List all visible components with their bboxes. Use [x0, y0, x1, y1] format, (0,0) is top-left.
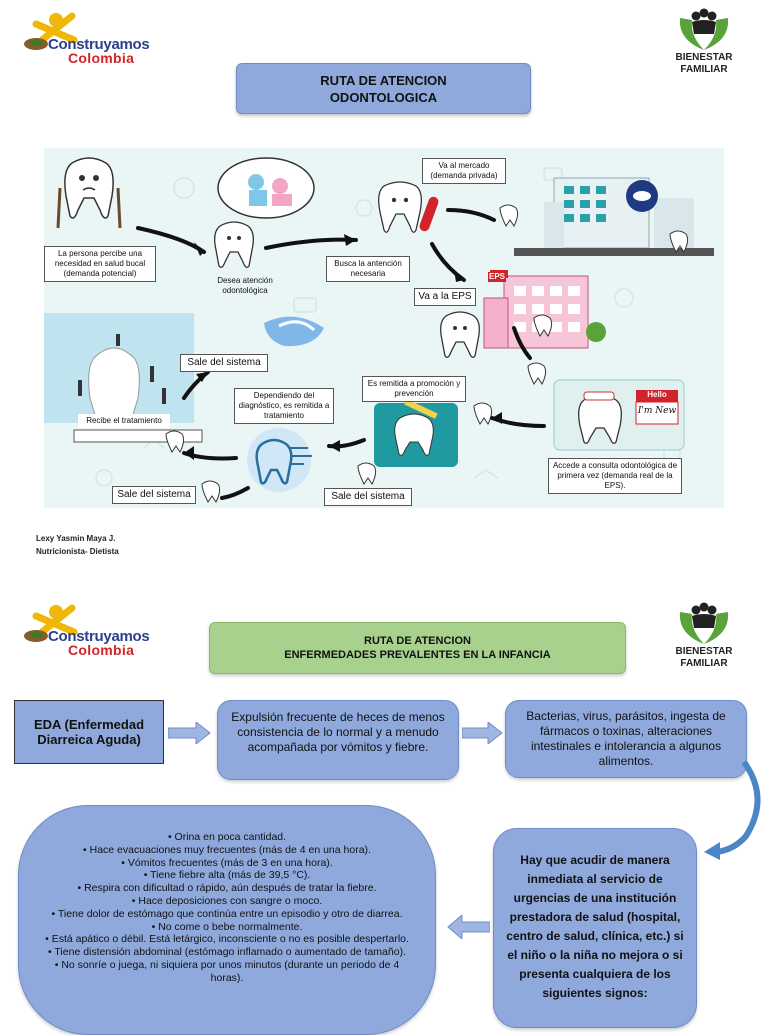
arrow-right-icon — [168, 722, 211, 744]
family-hands-icon — [679, 602, 729, 644]
section1-title-line2: ODONTOLOGICA — [329, 89, 438, 105]
sign-item: Tiene distensión abdominal (estómago inf… — [41, 946, 413, 959]
small-teeth-icons — [165, 204, 689, 503]
sign-item: No come o bebe normalmente. — [41, 921, 413, 934]
eda-label: EDA (Enfermedad Diarreica Aguda) — [33, 717, 145, 747]
logo-figure-icon — [24, 604, 78, 642]
label-sale-sistema-1: Sale del sistema — [180, 354, 268, 372]
infographic-artwork — [44, 157, 714, 503]
construyamos-colombia-logo: Construyamos Colombia — [16, 10, 176, 70]
prevention-tooth-icon — [374, 399, 458, 467]
label-sale-sistema-3: Sale del sistema — [324, 488, 412, 506]
definition-box: Expulsión frecuente de heces de menos co… — [217, 700, 459, 780]
label-va-eps: Va a la EPS — [414, 288, 476, 306]
logo-text-colombia: Colombia — [68, 642, 135, 658]
dental-route-infographic: La persona percibe una necesidad en salu… — [44, 148, 724, 508]
label-remitida-promocion: Es remitida a promoción y prevención — [362, 376, 466, 402]
sign-item: Respira con dificultad o rápido, aún des… — [41, 882, 413, 895]
signs-box: Orina en poca cantidad. Hace evacuacione… — [18, 805, 436, 1035]
sign-item: Tiene dolor de estómago que continúa ent… — [41, 908, 413, 921]
label-accede-consulta: Accede a consulta odontológica de primer… — [548, 458, 682, 494]
logo-text-construyamos: Construyamos — [48, 628, 150, 645]
label-va-mercado: Va al mercado (demanda privada) — [422, 158, 506, 184]
causes-box: Bacterias, virus, parásitos, ingesta de … — [505, 700, 747, 778]
tooth-happy-icon — [440, 311, 480, 358]
curved-arrow-icon — [704, 760, 761, 860]
logo-text-construyamos: Construyamos — [48, 36, 150, 53]
urgency-box: Hay que acudir de manera inmediata al se… — [493, 828, 697, 1028]
thought-bubble-icon — [217, 157, 315, 244]
section2-title-line2: ENFERMEDADES PREVALENTES EN LA INFANCIA — [284, 649, 551, 661]
logo-figure-icon — [24, 12, 78, 50]
hospital-building-icon — [514, 177, 714, 256]
label-im-new: I'm New — [637, 406, 677, 416]
label-sale-sistema-2: Sale del sistema — [112, 486, 196, 504]
label-busca-atencion: Busca la antención necesaria — [326, 256, 410, 282]
label-hello: Hello — [647, 390, 667, 399]
logo-text-bienestar: BIENESTAR — [675, 52, 733, 63]
bienestar-familiar-logo: BIENESTAR FAMILIAR — [674, 8, 734, 80]
label-dependiendo: Dependiendo del diagnóstico, es remitida… — [234, 388, 334, 424]
label-recibe-tratamiento: Recibe el tratamiento — [78, 414, 170, 428]
logo-text-familiar: FAMILIAR — [680, 64, 728, 75]
author-name: Lexy Yasmin Maya J. — [36, 534, 116, 543]
author-role: Nutricionista- Dietista — [36, 547, 119, 556]
arrow-left-icon — [447, 915, 490, 939]
dental-floss-icon — [264, 316, 324, 347]
sign-item: No sonríe o juega, ni siquiera por unos … — [41, 959, 413, 985]
construyamos-colombia-logo-2: Construyamos Colombia — [16, 602, 176, 662]
section1-title: RUTA DE ATENCION ODONTOLOGICA — [236, 63, 531, 114]
bienestar-familiar-logo-2: BIENESTAR FAMILIAR — [674, 602, 734, 674]
section2-title-line1: RUTA DE ATENCION — [364, 635, 471, 647]
eda-box: EDA (Enfermedad Diarreica Aguda) — [14, 700, 164, 764]
logo-text-familiar: FAMILIAR — [680, 658, 728, 669]
section2-title: RUTA DE ATENCION ENFERMEDADES PREVALENTE… — [209, 622, 626, 674]
signs-list: Orina en poca cantidad. Hace evacuacione… — [41, 831, 413, 985]
tooth-crying-icon — [56, 157, 122, 229]
logo-text-bienestar: BIENESTAR — [675, 646, 733, 657]
sign-item: Vómitos frecuentes (más de 3 en una hora… — [41, 857, 413, 870]
sign-item: Orina en poca cantidad. — [41, 831, 413, 844]
tooth-sad-icon — [214, 221, 254, 268]
diagnosis-tooth-icon — [247, 428, 312, 492]
arrow-right-icon — [462, 722, 503, 744]
section1-title-line1: RUTA DE ATENCION — [320, 72, 447, 88]
tooth-phone-icon — [378, 181, 439, 233]
dentist-tooth-card-icon — [553, 379, 685, 451]
logo-text-colombia: Colombia — [68, 50, 135, 66]
dentist-scene-icon — [44, 313, 203, 443]
sign-item: Tiene fiebre alta (más de 39,5 °C). — [41, 869, 413, 882]
label-desea-atencion: Desea atención odontológica — [217, 276, 273, 295]
sign-item: Hace deposiciones con sangre o moco. — [41, 895, 413, 908]
sign-item: Está apático o débil. Está letárgico, in… — [41, 933, 413, 946]
label-persona-percibe: La persona percibe una necesidad en salu… — [44, 246, 156, 282]
sign-item: Hace evacuaciones muy frecuentes (más de… — [41, 844, 413, 857]
family-hands-icon — [679, 8, 729, 50]
label-eps-sign: EPS — [488, 272, 506, 282]
